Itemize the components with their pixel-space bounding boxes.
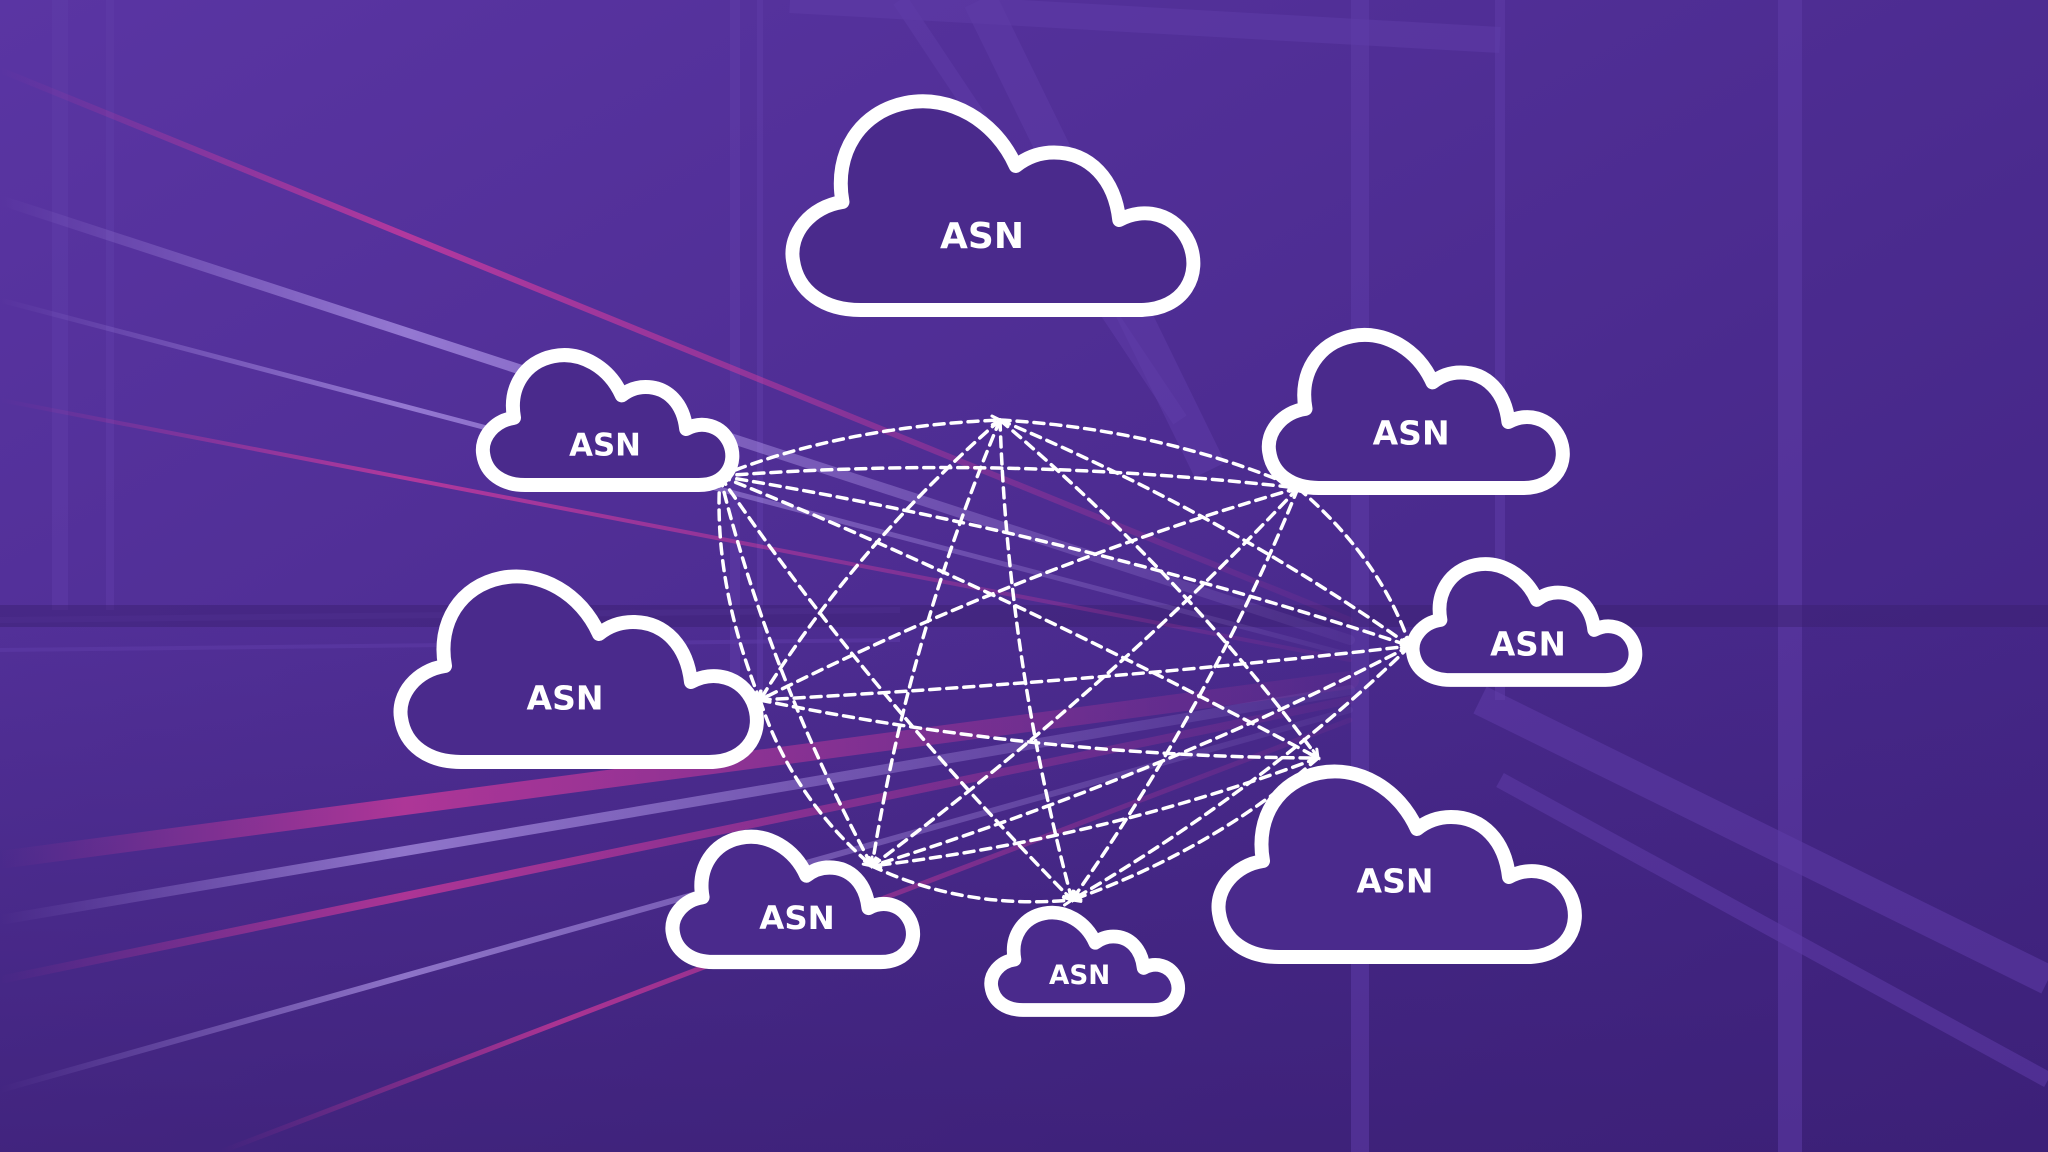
connection-upper-left-to-middle-left — [717, 474, 762, 702]
connection-bottom-left-to-bottom-center — [870, 864, 1074, 904]
connection-middle-left-to-bottom-left — [758, 698, 874, 868]
cloud-label: ASN — [1049, 961, 1110, 991]
cloud-label: ASN — [569, 428, 641, 464]
connection-top-to-middle-right — [998, 418, 1412, 648]
cloud-label: ASN — [1490, 625, 1566, 663]
connection-upper-right-to-bottom-left — [870, 486, 1300, 868]
connection-upper-right-to-middle-right — [1296, 486, 1412, 648]
cloud-label: ASN — [1373, 414, 1450, 453]
connection-upper-left-to-upper-right — [718, 465, 1300, 490]
connections-layer — [717, 414, 1414, 907]
connection-upper-left-to-middle-right — [718, 474, 1412, 648]
connection-middle-left-to-lower-right — [758, 698, 1320, 760]
cloud-node-bottom-left[interactable]: ASN — [665, 829, 921, 970]
cloud-node-upper-right[interactable]: ASN — [1261, 328, 1570, 496]
connection-lower-right-to-bottom-left — [870, 756, 1320, 868]
connection-middle-left-to-middle-right — [758, 644, 1412, 702]
cloud-label: ASN — [759, 899, 835, 937]
connection-upper-left-to-lower-right — [718, 474, 1320, 760]
connection-upper-left-to-top — [718, 418, 1002, 478]
ground-shade — [0, 600, 2048, 1152]
connection-upper-right-to-bottom-center — [1070, 486, 1300, 902]
connection-top-to-middle-left — [758, 418, 1002, 702]
cloud-node-upper-left[interactable]: ASN — [475, 348, 740, 492]
connection-upper-left-to-bottom-left — [718, 474, 874, 868]
cloud-node-middle-left[interactable]: ASN — [393, 569, 764, 769]
arrowhead-bottom-center — [1062, 894, 1076, 907]
connection-upper-right-to-middle-left — [758, 486, 1300, 702]
cloud-node-middle-right[interactable]: ASN — [1405, 557, 1643, 687]
cloud-node-top[interactable]: ASN — [785, 94, 1201, 317]
cloud-node-bottom-center[interactable]: ASN — [984, 905, 1186, 1017]
cloud-label: ASN — [1357, 862, 1434, 901]
cloud-label: ASN — [527, 679, 604, 718]
connection-upper-left-to-bottom-center — [718, 474, 1074, 902]
connection-middle-right-to-bottom-left — [870, 644, 1412, 868]
connection-top-to-upper-right — [998, 418, 1300, 490]
cloud-label: ASN — [940, 216, 1024, 257]
connection-top-to-bottom-left — [870, 418, 1002, 868]
cloud-node-lower-right[interactable]: ASN — [1211, 764, 1582, 964]
